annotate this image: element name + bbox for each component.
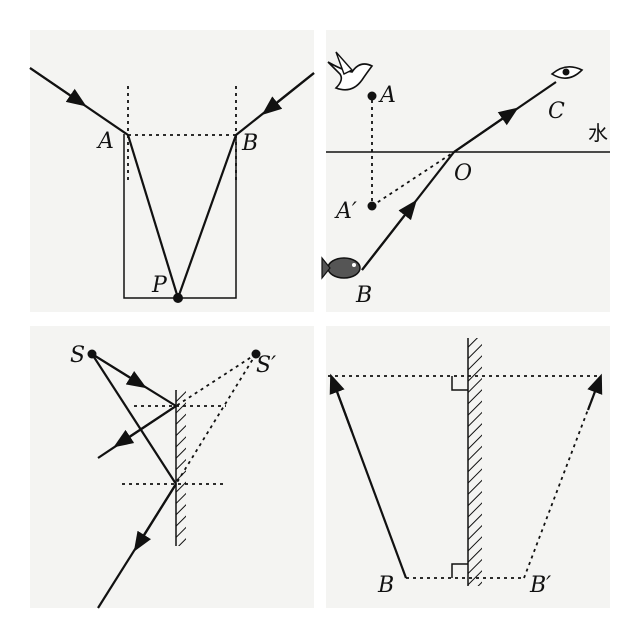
point-p (173, 293, 183, 303)
label-b-prime: B′ (529, 573, 551, 598)
image-arrow-b-prime-a-prime (523, 377, 601, 579)
label-a: A (96, 129, 114, 154)
object-arrow-head (329, 373, 354, 433)
label-water: 水 (588, 121, 608, 145)
reflected-ray-upper-arrow (113, 405, 177, 448)
incident-ray-right-arrow (261, 72, 315, 115)
label-o: O (454, 161, 472, 186)
label-a: A (378, 83, 396, 108)
watermark-text: 头条 @物理一百分 (500, 612, 625, 630)
label-s: S (70, 343, 85, 368)
point-s-prime (251, 349, 261, 359)
right-angle-mark-top (451, 376, 468, 391)
bird-icon (327, 51, 374, 91)
ray-b-to-o-arrow (361, 199, 417, 271)
point-a (367, 91, 377, 101)
label-p: P (151, 273, 168, 298)
mirror-hatching (176, 390, 186, 546)
virtual-ray-lower (175, 353, 257, 485)
virtual-ray-a-prime-o (371, 151, 455, 207)
panel-bottom-left: S S′ (30, 326, 314, 609)
right-angle-mark-bottom (451, 563, 468, 578)
panel-background (30, 326, 314, 608)
image-arrow-head (586, 373, 603, 411)
refracted-ray-right (176, 134, 238, 299)
refracted-ray-left (126, 134, 180, 299)
panel-top-right: 水 A A′ O C B (321, 30, 610, 312)
virtual-ray-upper (175, 353, 257, 407)
incident-ray-left-arrow (29, 67, 87, 107)
fish-icon (321, 256, 361, 280)
label-c: C (548, 99, 565, 124)
label-s-prime: S′ (256, 353, 276, 378)
label-b: B (377, 573, 394, 598)
label-b: B (241, 131, 258, 156)
incident-ray-upper-arrow (91, 353, 147, 389)
eye-icon (550, 66, 584, 79)
incident-ray-lower (91, 353, 177, 485)
label-a-prime: A′ (334, 199, 357, 224)
label-b: B (355, 283, 372, 308)
mirror-hatching (468, 338, 482, 586)
ray-o-to-c-arrow (453, 107, 519, 153)
panel-top-left: A B P (29, 30, 315, 312)
panel-bottom-right: B B′ (326, 326, 610, 608)
reflected-ray-lower-arrow (133, 483, 177, 552)
panel-background (30, 30, 314, 312)
